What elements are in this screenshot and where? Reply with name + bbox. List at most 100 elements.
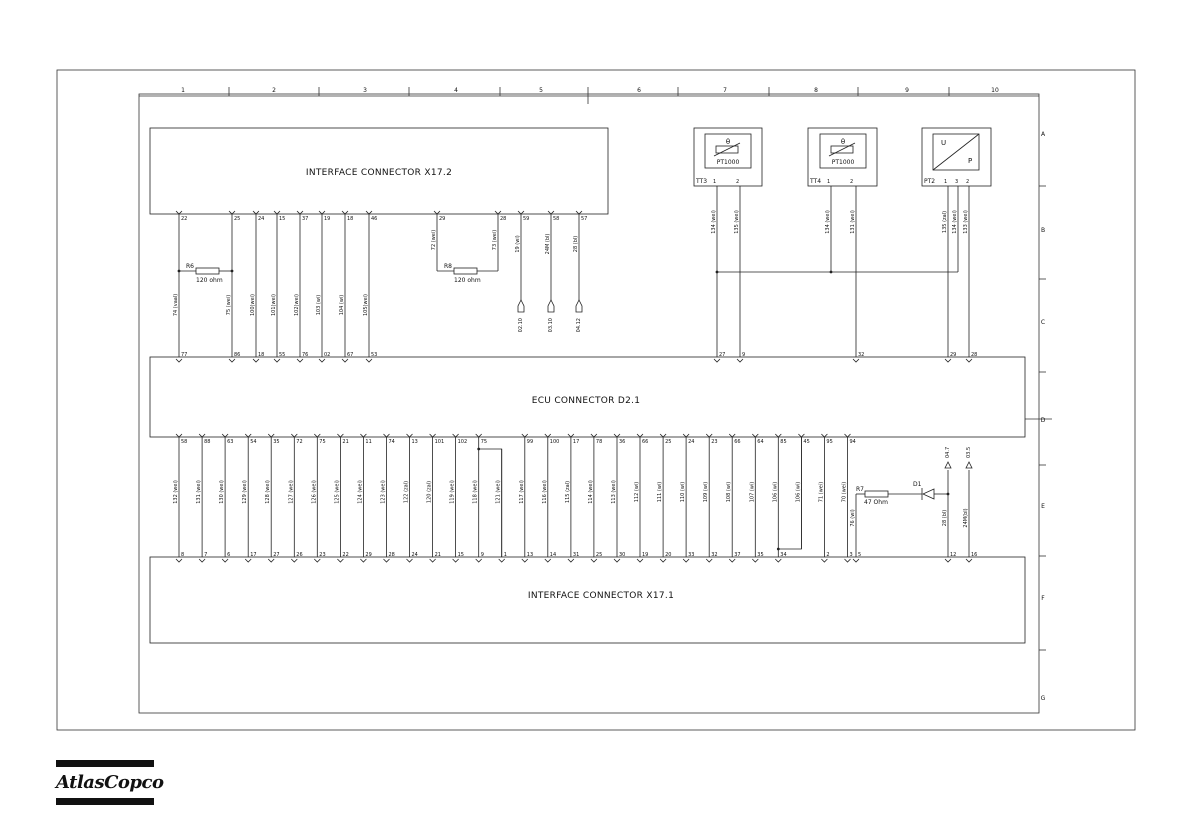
row-label-G: G <box>1041 695 1046 702</box>
r6-name: R6 <box>186 263 194 270</box>
ecu-pin: 77 <box>181 352 187 358</box>
x171-pin: 33 <box>688 552 694 558</box>
atlas-copco-logo: AtlasCopco <box>56 760 164 806</box>
wire-label: 106 (wi) <box>795 482 801 503</box>
ecu-pin: 25 <box>665 439 671 445</box>
x172-pin: 37 <box>302 216 308 222</box>
x172-pin: 18 <box>347 216 353 222</box>
x172-pin: 15 <box>279 216 285 222</box>
ecu-pin: 75 <box>481 439 487 445</box>
ecu-pin: 55 <box>279 352 285 358</box>
x171-connector-label: INTERFACE CONNECTOR X17.1 <box>528 591 674 601</box>
bridge-75-1 <box>478 448 503 557</box>
column-label-9: 9 <box>905 87 909 94</box>
wire-bottom-28: 95 2 71 (wei) <box>818 433 833 563</box>
ecu-pin: 99 <box>527 439 533 445</box>
diode-d1: D1 <box>913 481 948 500</box>
wire-label: 122 (zal) <box>404 481 410 503</box>
pt2-pin-c: 2 <box>966 179 969 185</box>
x171-pin: 23 <box>319 552 325 558</box>
wire-label: 102(wei) <box>294 294 300 316</box>
tt4-tag: TT4 <box>809 178 821 185</box>
x171-pin: 14 <box>550 552 556 558</box>
ecu-pin: 64 <box>757 439 763 445</box>
column-label-1: 1 <box>181 87 185 94</box>
wire-label: 75 (wei) <box>226 295 232 315</box>
wire-label: 111 (wi) <box>657 482 663 503</box>
wire-label: 105(wei) <box>363 294 369 316</box>
ecu-pin: 24 <box>688 439 694 445</box>
ecu-pin: 63 <box>227 439 233 445</box>
row-label-A: A <box>1041 131 1046 138</box>
x172-pin: 25 <box>234 216 240 222</box>
wire-sensor-2: 134 (wei) <box>825 186 832 272</box>
x172-pin: 19 <box>324 216 330 222</box>
wire-label: 133 (wei) <box>963 210 969 234</box>
wire-label: 74 (vaal) <box>173 294 179 316</box>
ecu-pin: 11 <box>365 439 371 445</box>
ecu-pin: 95 <box>826 439 832 445</box>
tt4-symbol: θ <box>841 138 845 146</box>
wire-label: 113 (wei) <box>611 480 617 504</box>
wire-label: 71 (wei) <box>818 482 824 502</box>
sensor-tt3: θ PT1000 TT3 1 2 <box>693 127 763 187</box>
wire-label: 124 (wei) <box>357 480 363 504</box>
ecu-pin: 28 <box>971 352 977 358</box>
wire-label: 120 (zal) <box>427 481 433 503</box>
ecu-pin: 94 <box>850 439 856 445</box>
wire-label: 70 (wei) <box>842 482 848 502</box>
x171-pin: 37 <box>734 552 740 558</box>
ecu-pin: 54 <box>250 439 256 445</box>
wire-label: 100(wei) <box>250 294 256 316</box>
ecu-pin: 101 <box>435 439 445 445</box>
x171-pin: 35 <box>757 552 763 558</box>
wire-label: 116 (wei) <box>542 480 548 504</box>
pt2-pin-a: 1 <box>944 179 947 185</box>
x171-pin: 34 <box>780 552 786 558</box>
ecu-pin: 86 <box>234 352 240 358</box>
wire-label: 101(wei) <box>271 294 277 316</box>
logo-text: AtlasCopco <box>56 772 164 793</box>
x171-pin: 32 <box>711 552 717 558</box>
x171-pin: 2 <box>826 552 829 558</box>
wire-label: 24M(bl) <box>963 508 969 527</box>
r8-name: R8 <box>444 263 452 270</box>
wire-label: 103 (wi) <box>316 295 322 316</box>
wire-label: 130 (wei) <box>219 480 225 504</box>
tt4-pin1: 1 <box>827 179 830 185</box>
wire-label: 129 (wei) <box>242 480 248 504</box>
wire-label: 28 (bl) <box>573 236 579 252</box>
offpage-ref: 02.10 <box>518 318 524 332</box>
ecu-connector-label: ECU CONNECTOR D2.1 <box>532 396 641 406</box>
x171-pin: 25 <box>596 552 602 558</box>
x171-pin: 13 <box>527 552 533 558</box>
ecu-pin: 27 <box>719 352 725 358</box>
wire-sensor-5: 134 (wei) <box>952 186 959 272</box>
wire-label: 19 (wi) <box>515 235 521 252</box>
x171-pin: 24 <box>412 552 418 558</box>
wire-label: 110 (wi) <box>680 482 686 503</box>
wire-label: 135 (wei) <box>734 210 740 234</box>
offpage-ref: 04.12 <box>576 318 582 332</box>
